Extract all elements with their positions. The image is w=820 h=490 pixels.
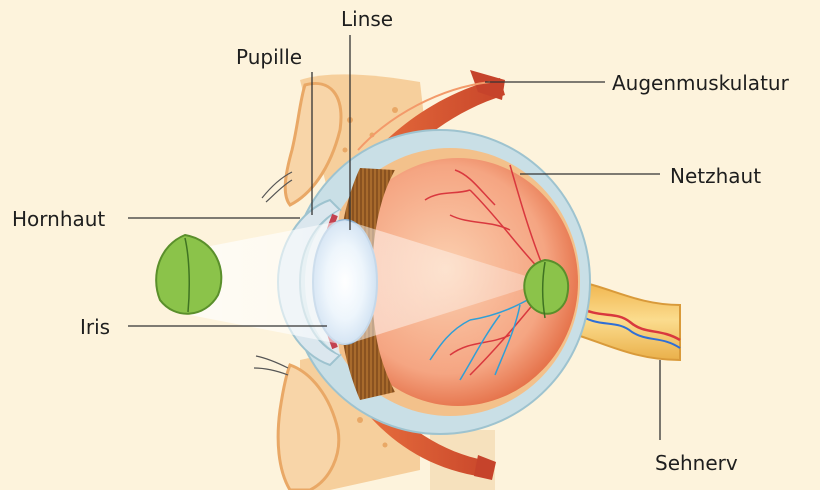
label-netzhaut: Netzhaut xyxy=(670,165,761,187)
label-iris: Iris xyxy=(80,316,110,338)
label-pupille: Pupille xyxy=(236,46,302,68)
label-sehnerv: Sehnerv xyxy=(655,452,738,474)
label-hornhaut: Hornhaut xyxy=(12,208,105,230)
label-linse: Linse xyxy=(341,8,393,30)
label-augenmuskulatur: Augenmuskulatur xyxy=(612,72,789,94)
